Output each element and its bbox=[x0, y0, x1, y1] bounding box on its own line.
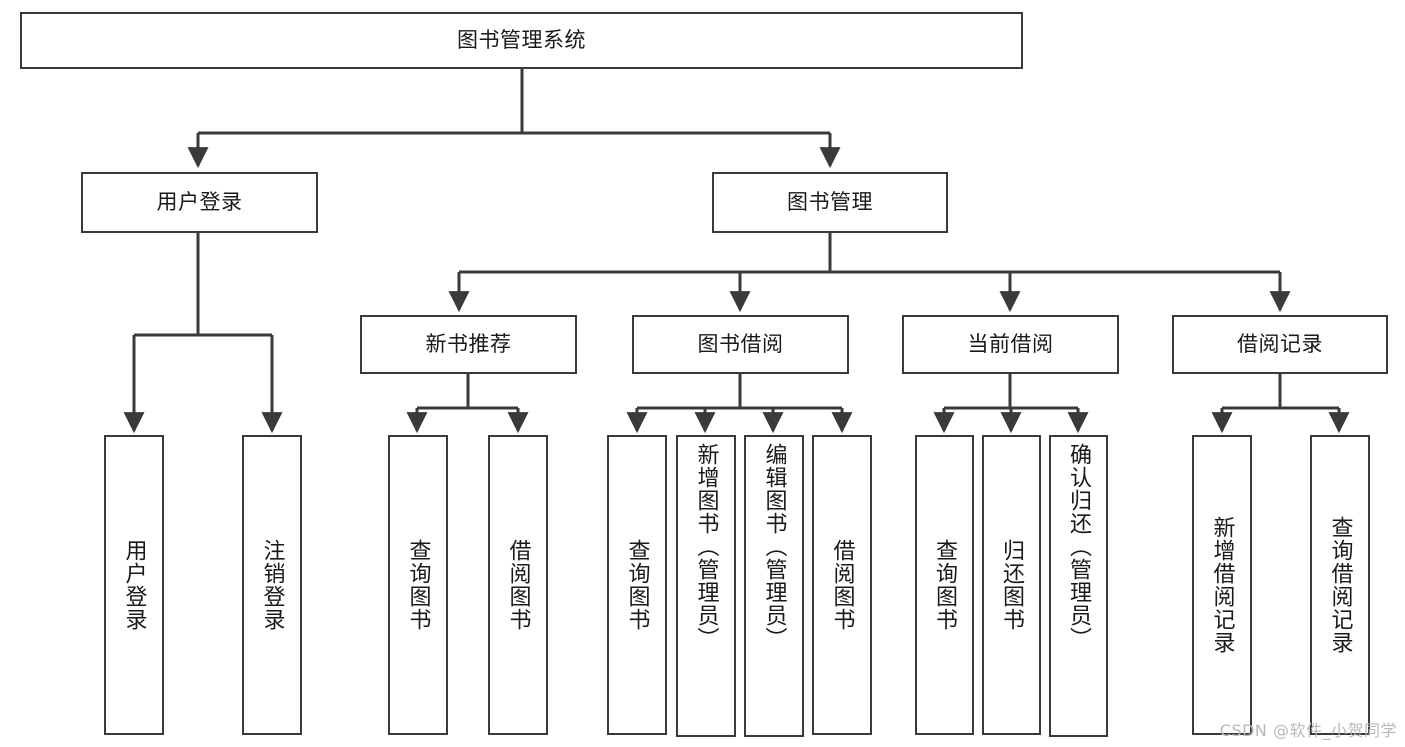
node-label: 图书管理系统 bbox=[457, 28, 586, 53]
node-leaf-add-book[interactable]: 新增图书（管理员） bbox=[676, 435, 736, 737]
node-label: 查询借阅记录 bbox=[1327, 516, 1353, 654]
node-leaf-query-book-current[interactable]: 查询图书 bbox=[915, 435, 974, 735]
csdn-watermark: CSDN @软件_小贺同学 bbox=[1219, 721, 1397, 740]
node-label: 新书推荐 bbox=[425, 332, 512, 357]
node-book-borrow[interactable]: 图书借阅 bbox=[632, 315, 849, 374]
node-label: 查询图书 bbox=[405, 539, 431, 631]
node-leaf-query-book-recommend[interactable]: 查询图书 bbox=[388, 435, 448, 735]
node-leaf-logout-login[interactable]: 注销登录 bbox=[242, 435, 302, 735]
node-leaf-query-borrow-record[interactable]: 查询借阅记录 bbox=[1310, 435, 1370, 735]
node-leaf-borrow-book[interactable]: 借阅图书 bbox=[812, 435, 872, 735]
node-leaf-user-login[interactable]: 用户登录 bbox=[104, 435, 164, 735]
node-label: 借阅记录 bbox=[1237, 332, 1323, 357]
node-label: 编辑图书（管理员） bbox=[761, 443, 787, 650]
node-current-borrow[interactable]: 当前借阅 bbox=[902, 315, 1119, 374]
node-leaf-query-book-borrow[interactable]: 查询图书 bbox=[607, 435, 667, 735]
node-leaf-return-book[interactable]: 归还图书 bbox=[982, 435, 1041, 735]
node-label: 查询图书 bbox=[624, 539, 650, 631]
node-book-management-system[interactable]: 图书管理系统 bbox=[20, 12, 1023, 69]
node-label: 图书借阅 bbox=[697, 332, 784, 357]
node-label: 查询图书 bbox=[932, 539, 958, 631]
node-leaf-edit-book[interactable]: 编辑图书（管理员） bbox=[744, 435, 804, 737]
node-label: 新增图书（管理员） bbox=[693, 443, 719, 650]
node-label: 注销登录 bbox=[259, 539, 285, 631]
node-label: 图书管理 bbox=[787, 190, 873, 215]
node-leaf-confirm-return[interactable]: 确认归还（管理员） bbox=[1049, 435, 1108, 737]
node-label: 借阅图书 bbox=[829, 539, 855, 631]
node-leaf-borrow-book-recommend[interactable]: 借阅图书 bbox=[488, 435, 548, 735]
node-label: 新增借阅记录 bbox=[1209, 516, 1235, 654]
node-label: 确认归还（管理员） bbox=[1066, 443, 1092, 650]
node-book-management[interactable]: 图书管理 bbox=[712, 172, 948, 233]
node-label: 用户登录 bbox=[156, 190, 243, 215]
node-new-book-recommend[interactable]: 新书推荐 bbox=[360, 315, 577, 374]
node-label: 归还图书 bbox=[999, 539, 1025, 631]
node-leaf-add-borrow-record[interactable]: 新增借阅记录 bbox=[1192, 435, 1252, 735]
node-borrow-record[interactable]: 借阅记录 bbox=[1172, 315, 1388, 374]
node-label: 当前借阅 bbox=[967, 332, 1054, 357]
node-label: 借阅图书 bbox=[505, 539, 531, 631]
node-user-login[interactable]: 用户登录 bbox=[81, 172, 318, 233]
node-label: 用户登录 bbox=[121, 539, 147, 631]
